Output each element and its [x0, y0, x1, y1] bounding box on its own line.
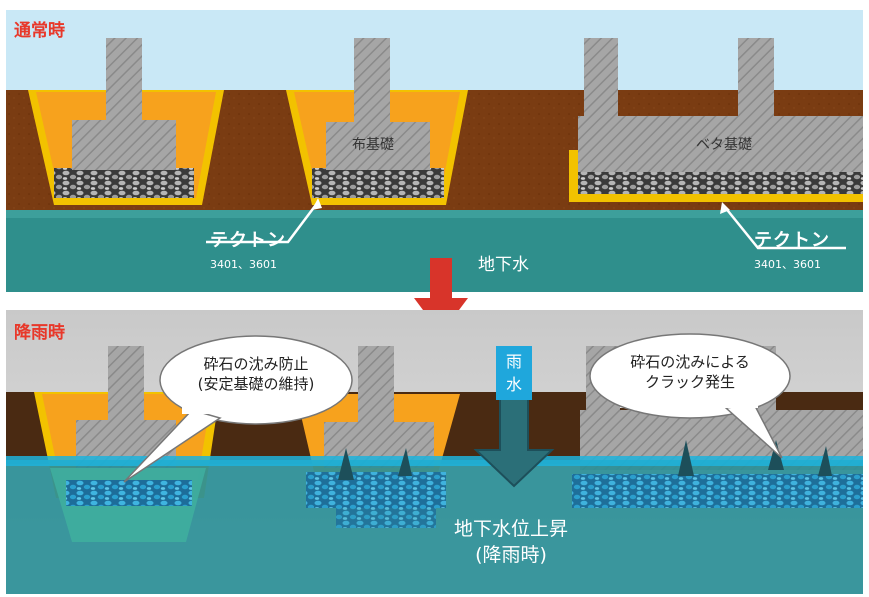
nuno-foundation-label: 布基礎: [352, 137, 394, 153]
bubble-left-shape: [123, 335, 353, 483]
groundwater-label: 地下水: [478, 255, 529, 275]
tekton-left-label: テクトン: [210, 230, 286, 251]
bubble-right-shape: [589, 333, 791, 459]
beta-foundation-label: ベタ基礎: [696, 137, 752, 153]
tekton-right-label: テクトン: [754, 230, 830, 251]
tekton-left-codes: 3401、3601: [210, 258, 277, 271]
rain-condition-diagram: [6, 310, 863, 594]
bubble-right-text: 砕石の沈みによる クラック発生: [630, 353, 750, 391]
foundation-left: [28, 38, 224, 205]
tekton-left-pointer: [206, 198, 322, 244]
groundwater-rise-label: 地下水位上昇 (降雨時): [453, 518, 568, 566]
gravel-stable: [66, 480, 192, 506]
tekton-right-codes: 3401、3601: [754, 258, 821, 271]
normal-condition-diagram: [6, 10, 863, 292]
crack-marks: [338, 440, 832, 480]
normal-title: 通常時: [14, 21, 65, 41]
foundation-nuno: [286, 38, 468, 205]
bubble-left-text: 砕石の沈み防止 (安定基礎の維持): [197, 355, 315, 393]
rain-condition-panel: 降雨時 砕石の沈み防止 (安定基礎の維持) 砕石の沈みによる クラック発生 雨 …: [6, 310, 863, 594]
gravel-sinking-right: [572, 474, 863, 508]
rain-label: 雨 水: [496, 346, 532, 400]
gravel-sinking-middle: [306, 472, 446, 508]
rain-title: 降雨時: [14, 323, 65, 343]
tekton-right-pointer: [720, 202, 846, 250]
foundation-beta: [569, 38, 863, 202]
rain-flow-arrow-icon: [473, 391, 555, 488]
normal-condition-panel: 通常時 布基礎 ベタ基礎 テクトン 3401、3601 テクトン 3401、36…: [6, 10, 863, 292]
